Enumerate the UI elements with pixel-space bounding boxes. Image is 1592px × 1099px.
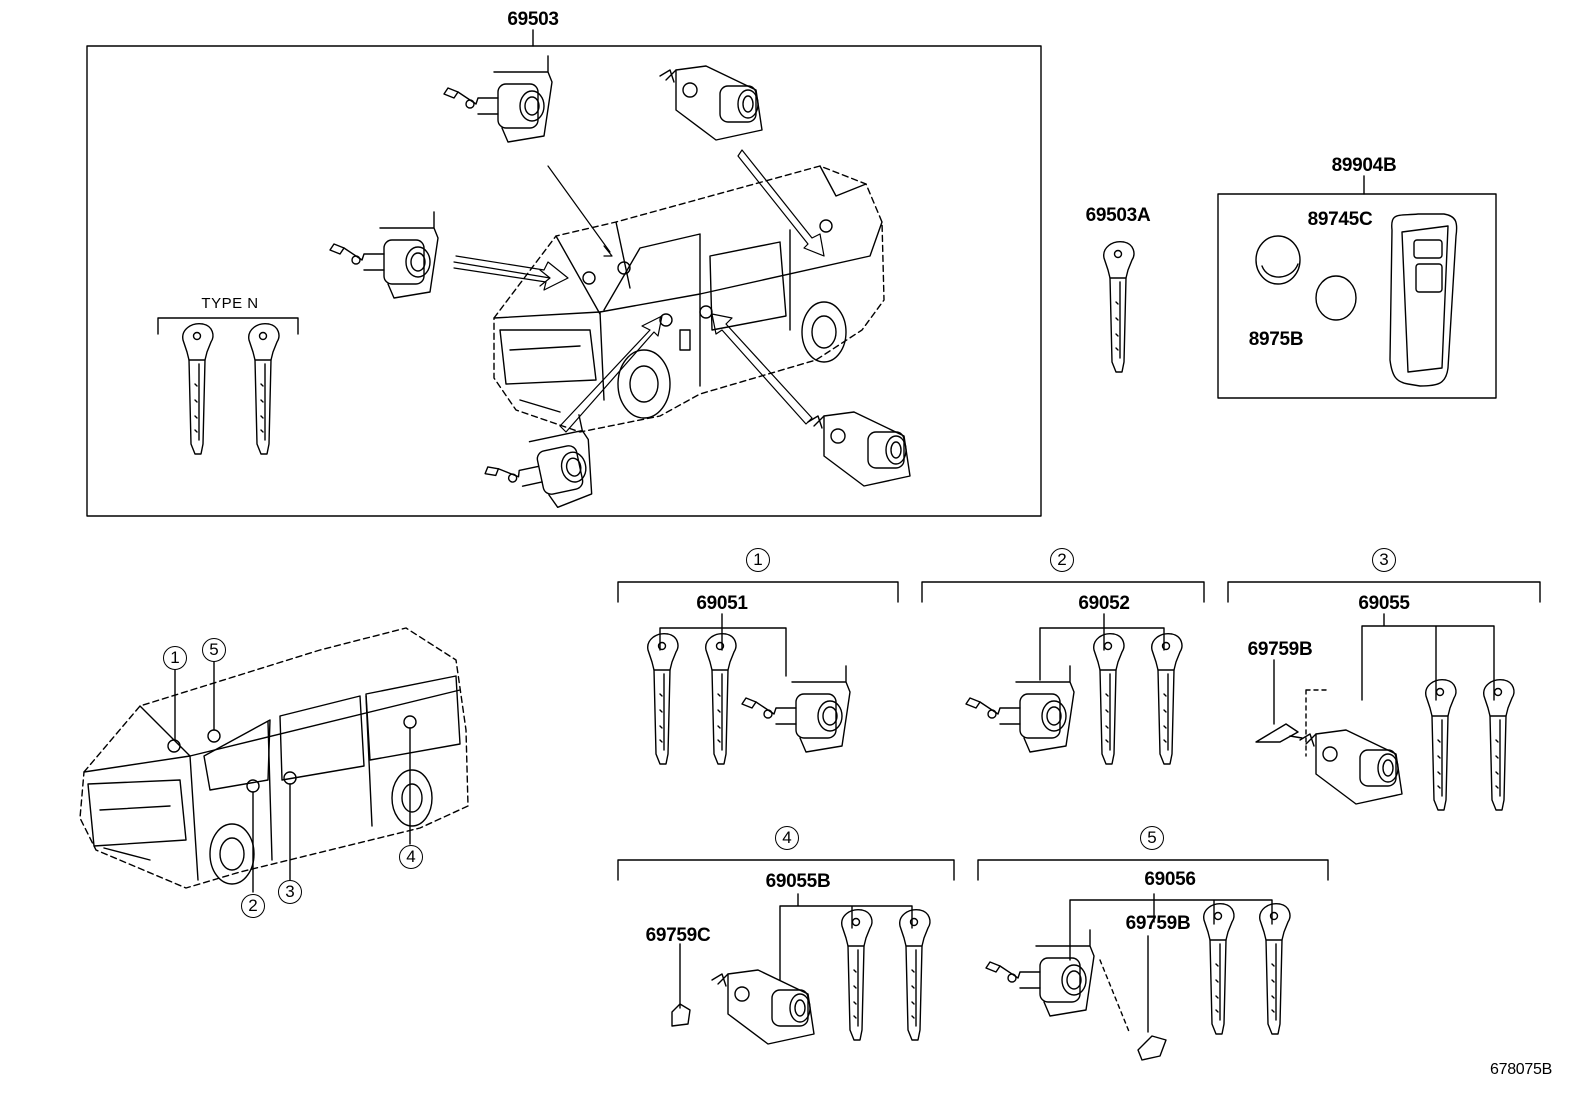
van-callout: 5 — [202, 638, 226, 662]
group-part-label: 69055B — [765, 871, 831, 892]
group-part-label: 69052 — [1078, 593, 1130, 614]
van-callout: 4 — [399, 845, 423, 869]
battery-label: 89745C — [1307, 209, 1373, 230]
group-sub-label: 69759C — [645, 925, 711, 946]
group-number: 5 — [1140, 826, 1164, 850]
key-label: 69503A — [1085, 205, 1151, 226]
group-sub-label: 69759B — [1247, 639, 1313, 660]
type-n-label: TYPE N — [201, 295, 259, 312]
group-part-label: 69055 — [1358, 593, 1410, 614]
van-callout: 2 — [241, 894, 265, 918]
cover-label: 8975B — [1248, 329, 1304, 350]
group-number: 3 — [1372, 548, 1396, 572]
van-callout: 1 — [163, 646, 187, 670]
group-part-label: 69056 — [1144, 869, 1196, 890]
group-number: 4 — [775, 826, 799, 850]
group-number: 2 — [1050, 548, 1074, 572]
drawing-code: 678075B — [1490, 1061, 1552, 1078]
transmitter-label: 89904B — [1331, 155, 1397, 176]
assembly-label: 69503 — [507, 9, 559, 30]
group-number: 1 — [746, 548, 770, 572]
group-sub-label: 69759B — [1125, 913, 1191, 934]
van-callout: 3 — [278, 880, 302, 904]
group-part-label: 69051 — [696, 593, 748, 614]
